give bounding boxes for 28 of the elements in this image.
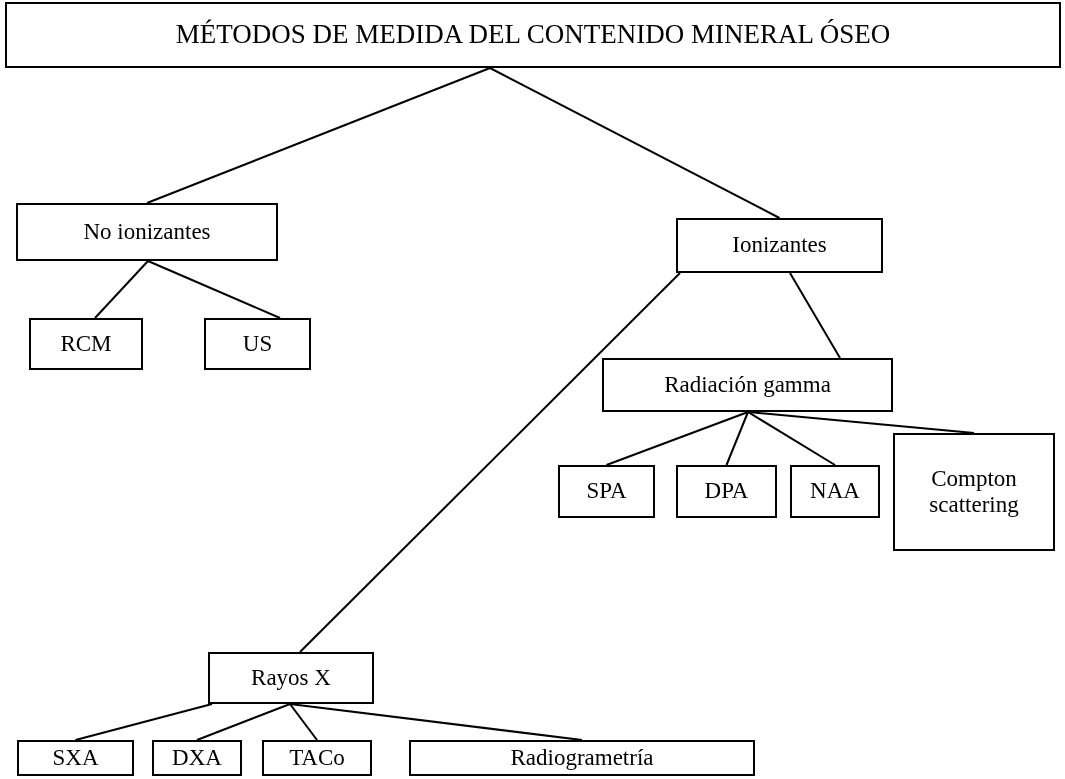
connector-line — [196, 703, 291, 741]
category-box: Rayos X — [208, 652, 374, 704]
category-box: SXA — [17, 740, 134, 776]
category-box: DPA — [676, 465, 777, 518]
category-box: TACo — [262, 740, 372, 776]
connector-line — [789, 272, 841, 359]
connector-line — [146, 67, 491, 204]
connector-line — [747, 411, 836, 466]
category-box: Radiación gamma — [602, 358, 893, 412]
category-box: Radiogrametría — [409, 740, 755, 776]
category-box: SPA — [558, 465, 655, 518]
category-box: Ionizantes — [676, 218, 883, 273]
category-box: RCM — [29, 318, 143, 370]
connector-line — [289, 703, 583, 741]
connector-line — [299, 272, 681, 653]
connector-line — [74, 703, 213, 741]
connector-line — [94, 260, 149, 319]
connector-line — [289, 703, 318, 741]
connector-line — [725, 411, 749, 466]
category-box: NAA — [790, 465, 880, 518]
category-box: DXA — [152, 740, 242, 776]
category-box: US — [204, 318, 311, 370]
title-box: MÉTODOS DE MEDIDA DEL CONTENIDO MINERAL ÓSEO — [5, 2, 1061, 68]
connector-line — [489, 67, 781, 219]
category-box: Compton scattering — [893, 433, 1055, 551]
connector-line — [605, 411, 749, 466]
connector-line — [147, 260, 281, 319]
category-box: No ionizantes — [16, 203, 278, 261]
